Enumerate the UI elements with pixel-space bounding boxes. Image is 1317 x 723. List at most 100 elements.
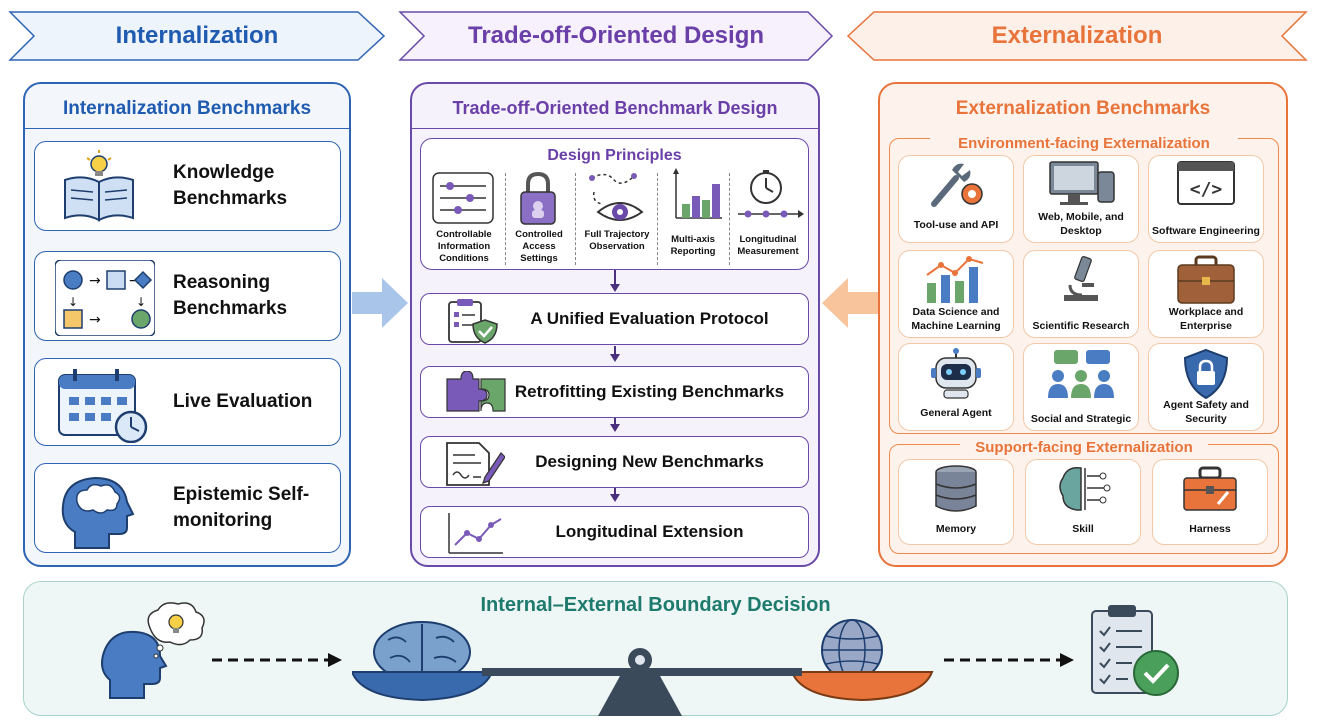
retrofitting-step: Retrofitting Existing Benchmarks bbox=[420, 366, 809, 418]
title-divider bbox=[412, 128, 818, 129]
calendar-clock-icon bbox=[55, 367, 151, 448]
bar-chart-icon bbox=[673, 168, 722, 219]
tile-label: Tool-use and API bbox=[913, 219, 999, 231]
tile-label: Scientific Research bbox=[1032, 320, 1130, 332]
divider bbox=[729, 173, 730, 265]
people-chat-icon bbox=[1048, 350, 1114, 398]
shield-lock-icon bbox=[1183, 348, 1229, 400]
divider bbox=[505, 173, 506, 265]
tile-label: Harness bbox=[1189, 523, 1231, 535]
banner-label: Internalization bbox=[115, 22, 279, 49]
banner-externalization: Externalization bbox=[846, 10, 1308, 62]
step-label: Longitudinal Extension bbox=[555, 522, 744, 541]
tile-label: Software Engineering bbox=[1152, 225, 1260, 237]
support-facing-section: Support-facing Externalization bbox=[889, 439, 1279, 554]
balance-scale-icon bbox=[352, 619, 934, 716]
head-thought-icon bbox=[55, 472, 145, 555]
tile-label: Workplace and Enterprise bbox=[1168, 306, 1244, 332]
robot-icon bbox=[931, 348, 981, 399]
card-label: Reasoning Benchmarks bbox=[173, 272, 288, 319]
web-mobile-desktop-tile: Web, Mobile, and Desktop bbox=[1023, 155, 1139, 243]
principle-label: Controlled Access Settings bbox=[515, 229, 563, 264]
epistemic-self-monitoring-card: Epistemic Self-monitoring bbox=[34, 463, 341, 553]
panel-title: Externalization Benchmarks bbox=[955, 98, 1211, 119]
tile-label: Agent Safety and Security bbox=[1163, 399, 1249, 425]
social-strategic-tile: Social and Strategic bbox=[1023, 343, 1139, 431]
card-label: Live Evaluation bbox=[173, 391, 313, 412]
environment-facing-section: Environment-facing Externalization bbox=[889, 135, 1279, 434]
open-book-lightbulb-icon bbox=[55, 150, 145, 229]
svg-text:→: → bbox=[89, 312, 101, 328]
microscope-icon bbox=[1064, 255, 1098, 301]
svg-text:↓: ↓ bbox=[136, 295, 146, 309]
arrow-right-to-middle bbox=[822, 278, 878, 328]
banner-label: Externalization bbox=[991, 22, 1163, 49]
title-divider bbox=[25, 128, 349, 129]
data-chart-icon bbox=[926, 256, 984, 303]
banner-shape bbox=[846, 11, 1308, 61]
dashed-arrow-right bbox=[944, 653, 1074, 667]
tile-label: Web, Mobile, and Desktop bbox=[1038, 211, 1124, 237]
svg-text:↓: ↓ bbox=[68, 295, 78, 309]
principle-label: Multi-axis Reporting bbox=[670, 234, 716, 257]
tile-label: Data Science and Machine Learning bbox=[911, 306, 1001, 332]
banner-shape bbox=[8, 11, 386, 61]
svg-text:→: → bbox=[89, 273, 101, 289]
banner-internalization: Internalization bbox=[8, 10, 386, 62]
database-icon bbox=[935, 465, 977, 512]
panel-title: Internal–External Boundary Decision bbox=[480, 594, 831, 616]
line-chart-icon bbox=[448, 513, 503, 554]
dashed-arrow-left bbox=[212, 653, 342, 667]
head-idea-icon bbox=[101, 602, 205, 699]
eye-trajectory-icon bbox=[589, 173, 644, 221]
principle-label: Longitudinal Measurement bbox=[737, 234, 799, 257]
live-evaluation-card: Live Evaluation bbox=[34, 358, 341, 446]
software-engineering-tile: </> Software Engineering bbox=[1148, 155, 1264, 243]
step-label: Designing New Benchmarks bbox=[535, 452, 764, 471]
briefcase-icon bbox=[1177, 255, 1235, 304]
card-label: Epistemic Self-monitoring bbox=[173, 484, 310, 531]
card-label: Knowledge Benchmarks bbox=[173, 162, 288, 209]
banner-shape bbox=[398, 11, 834, 61]
section-title: Support-facing Externalization bbox=[960, 439, 1208, 456]
scientific-research-tile: Scientific Research bbox=[1023, 250, 1139, 338]
harness-tile: Harness bbox=[1152, 459, 1268, 545]
memory-tile: Memory bbox=[898, 459, 1014, 545]
padlock-icon bbox=[520, 172, 556, 225]
banner-tradeoff: Trade-off-Oriented Design bbox=[398, 10, 834, 62]
design-principles-title: Design Principles bbox=[547, 147, 682, 164]
unified-protocol-step: A Unified Evaluation Protocol bbox=[420, 293, 809, 345]
tile-label: General Agent bbox=[920, 407, 992, 419]
workplace-enterprise-tile: Workplace and Enterprise bbox=[1148, 250, 1264, 338]
devices-icon bbox=[1049, 161, 1115, 205]
clipboard-shield-icon bbox=[448, 299, 498, 344]
general-agent-tile: General Agent bbox=[898, 343, 1014, 431]
step-label: A Unified Evaluation Protocol bbox=[530, 309, 769, 328]
tool-use-tile: Tool-use and API bbox=[898, 155, 1014, 243]
checklist-icon bbox=[1091, 605, 1179, 696]
panel-title: Internalization Benchmarks bbox=[62, 98, 312, 119]
code-window-icon: </> bbox=[1177, 161, 1235, 205]
globe-icon bbox=[821, 619, 883, 681]
brain-icon bbox=[373, 621, 471, 683]
tile-label: Memory bbox=[935, 523, 977, 535]
tile-label: Social and Strategic bbox=[1030, 413, 1132, 425]
principle-label: Controllable Information Conditions bbox=[436, 229, 492, 264]
document-pen-icon bbox=[446, 442, 505, 486]
sliders-icon bbox=[432, 172, 494, 224]
connector-arrows bbox=[610, 270, 620, 502]
tools-gear-icon bbox=[931, 163, 983, 207]
brain-circuit-icon bbox=[1059, 466, 1111, 511]
agent-safety-tile: Agent Safety and Security bbox=[1148, 343, 1264, 431]
arrow-left-to-middle bbox=[352, 278, 408, 328]
knowledge-benchmarks-card: Knowledge Benchmarks bbox=[34, 141, 341, 231]
skill-tile: Skill bbox=[1025, 459, 1141, 545]
divider bbox=[575, 173, 576, 265]
tile-label: Skill bbox=[1072, 523, 1094, 535]
panel-title: Trade-off-Oriented Benchmark Design bbox=[452, 98, 778, 118]
toolbox-icon bbox=[1183, 466, 1237, 511]
svg-text:</>: </> bbox=[1190, 179, 1223, 200]
divider bbox=[657, 173, 658, 265]
data-science-tile: Data Science and Machine Learning bbox=[898, 250, 1014, 338]
principle-label: Full Trajectory Observation bbox=[584, 229, 650, 252]
